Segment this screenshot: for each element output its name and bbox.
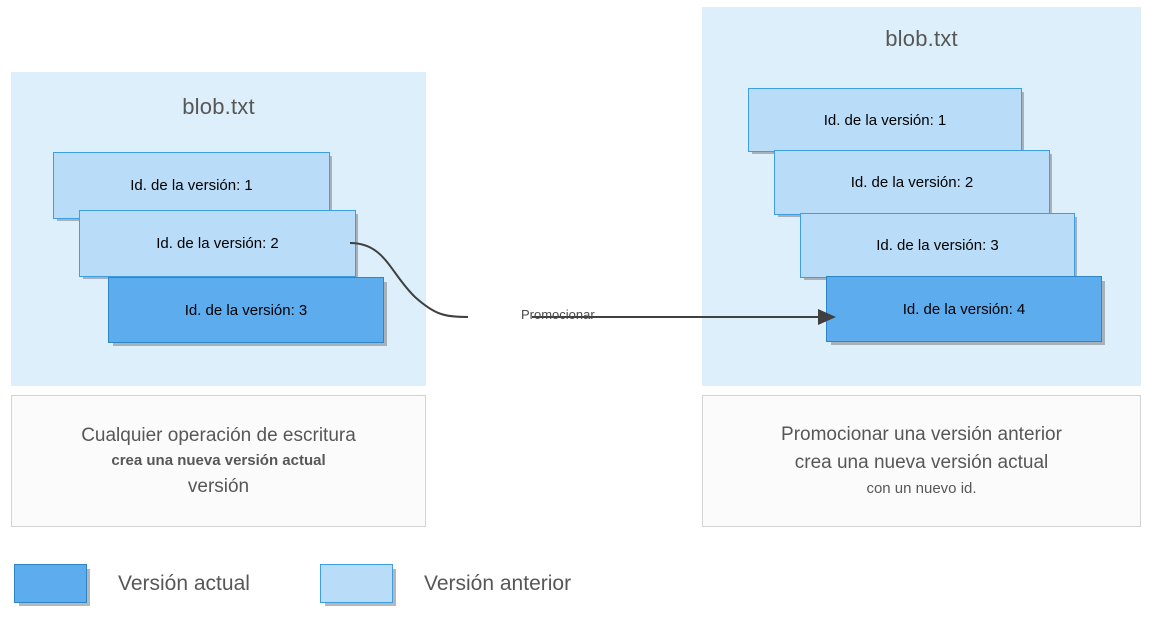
previous-version-swatch-icon xyxy=(320,564,393,603)
panel-right-title: blob.txt xyxy=(885,26,958,51)
version-card-label: Id. de la versión: 3 xyxy=(184,301,308,319)
caption-right-line2: crea una nueva versión actual xyxy=(794,452,1049,473)
version-card-label: Id. de la versión: 2 xyxy=(156,235,279,252)
current-version-swatch-icon xyxy=(14,564,87,603)
version-card-left-2[interactable]: Id. de la versión: 2 xyxy=(79,210,356,277)
caption-left: Cualquier operación de escritura crea un… xyxy=(11,395,426,527)
promote-label: Promocionar xyxy=(521,307,595,322)
version-card-right-1[interactable]: Id. de la versión: 1 xyxy=(748,88,1022,152)
version-card-right-3[interactable]: Id. de la versión: 3 xyxy=(800,213,1075,278)
caption-left-line3: versión xyxy=(187,475,250,497)
version-card-label: Id. de la versión: 2 xyxy=(850,174,974,191)
version-card-right-2[interactable]: Id. de la versión: 2 xyxy=(774,150,1050,215)
version-card-right-4[interactable]: Id. de la versión: 4 xyxy=(826,276,1102,342)
blob-panel-left: blob.txt Id. de la versión: 1 Id. de la … xyxy=(11,72,426,386)
version-card-label: Id. de la versión: 3 xyxy=(876,237,999,254)
caption-right-line1: Promocionar una versión anterior xyxy=(781,424,1062,446)
caption-right: Promocionar una versión anterior crea un… xyxy=(702,395,1141,527)
caption-left-line1: Cualquier operación de escritura xyxy=(81,424,356,446)
legend-label-previous: Versión anterior xyxy=(424,571,572,595)
legend: Versión actual Versión anterior xyxy=(0,560,1156,628)
blob-panel-right: blob.txt Id. de la versión: 1 Id. de la … xyxy=(702,7,1141,386)
version-card-label: Id. de la versión: 4 xyxy=(902,300,1026,318)
version-card-left-1[interactable]: Id. de la versión: 1 xyxy=(53,152,330,219)
legend-item-previous-version: Versión anterior xyxy=(320,564,571,603)
legend-label-current: Versión actual xyxy=(118,571,250,595)
caption-right-line3: con un nuevo id. xyxy=(866,479,977,497)
version-card-left-3[interactable]: Id. de la versión: 3 xyxy=(108,277,384,343)
version-card-label: Id. de la versión: 1 xyxy=(130,177,253,194)
legend-item-current-version: Versión actual xyxy=(14,564,250,603)
panel-left-title: blob.txt xyxy=(182,94,255,119)
caption-left-line2: crea una nueva versión actual xyxy=(111,452,326,470)
version-card-label: Id. de la versión: 1 xyxy=(823,111,947,129)
